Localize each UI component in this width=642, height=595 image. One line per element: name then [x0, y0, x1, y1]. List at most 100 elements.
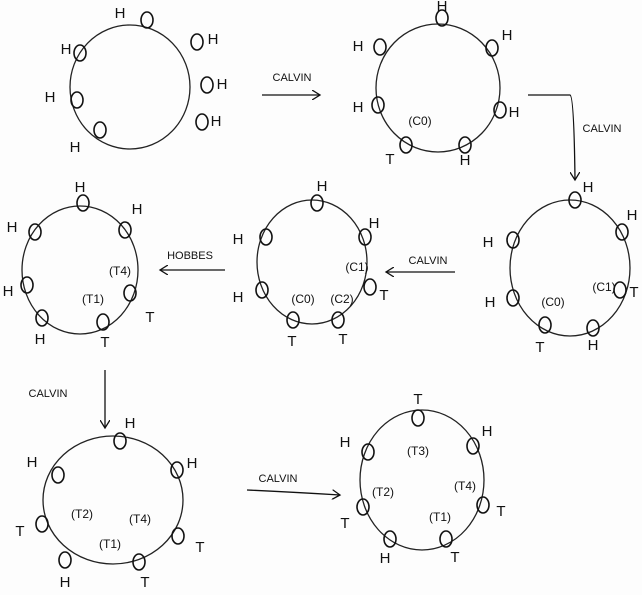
coin [170, 461, 184, 479]
move-note: (C2) [330, 292, 353, 306]
arrow-label: HOBBES [167, 250, 213, 262]
coin-face-label: H [217, 76, 228, 93]
coin-face-label: H [627, 207, 638, 224]
arrow-label: CALVIN [273, 72, 312, 84]
coin-face-label: H [115, 5, 126, 22]
coin [58, 551, 72, 569]
coin [458, 136, 472, 154]
coin-face-label: H [317, 178, 328, 195]
coin-face-label: H [483, 234, 494, 251]
coin-face-label: H [353, 38, 364, 55]
coin-ring [359, 409, 485, 551]
coin-face-label: H [75, 179, 86, 196]
coin [93, 121, 107, 139]
coin [118, 221, 132, 239]
coin [28, 223, 42, 241]
coin-face-label: T [140, 574, 149, 591]
coin [35, 515, 49, 533]
coin-face-label: H [482, 423, 493, 440]
coin [140, 11, 154, 29]
move-note: (T1) [429, 510, 451, 524]
coin-face-label: H [60, 574, 71, 591]
coin [371, 96, 385, 114]
coin-face-label: H [588, 337, 599, 354]
coin [615, 223, 629, 241]
coin-face-label: H [208, 31, 219, 48]
coin-face-label: T [496, 503, 505, 520]
move-arrow-calvin: CALVIN [386, 255, 455, 272]
coin-face-label: H [509, 104, 520, 121]
coin [190, 33, 204, 51]
coin [383, 530, 397, 548]
coin [466, 437, 480, 455]
move-arrow-calvin: CALVIN [528, 94, 622, 180]
coin [363, 278, 377, 296]
coin-face-label: H [3, 283, 14, 300]
coin [310, 194, 324, 212]
move-note: (T4) [454, 479, 476, 493]
coin-face-label: T [15, 523, 24, 540]
coin-face-label: H [27, 454, 38, 471]
coin-face-label: T [629, 284, 638, 301]
coin [586, 319, 600, 337]
coin-face-label: T [340, 515, 349, 532]
coin-face-label: H [437, 0, 448, 15]
coin [73, 44, 87, 62]
coin [70, 91, 84, 109]
coin [171, 527, 185, 545]
coin-ring [509, 199, 631, 337]
coin [439, 530, 453, 548]
coin-face-label: H [233, 231, 244, 248]
coin [132, 553, 146, 571]
coin [399, 136, 413, 154]
move-arrow-calvin: CALVIN [246, 473, 340, 495]
move-arrow-calvin: CALVIN [262, 72, 320, 95]
coin-face-label: T [338, 331, 347, 348]
coin [20, 276, 34, 294]
coin-face-label: H [125, 415, 136, 432]
coin-face-label: H [502, 27, 513, 44]
move-note: (C0) [291, 292, 314, 306]
coin [538, 316, 552, 334]
coin [35, 309, 49, 327]
arrow-label: CALVIN [409, 255, 448, 267]
arrow-label: CALVIN [259, 473, 298, 485]
coin [435, 9, 449, 27]
coin-face-label: H [35, 331, 46, 348]
coin-face-label: H [380, 550, 391, 567]
move-note: (T2) [372, 485, 394, 499]
coin-face-label: T [145, 309, 154, 326]
coin-ring [21, 205, 139, 335]
coin [373, 38, 387, 56]
coin [331, 311, 345, 329]
coin [361, 443, 375, 461]
coin-face-label: T [385, 151, 394, 168]
coin [96, 313, 110, 331]
move-note: (T1) [82, 292, 104, 306]
move-arrow-calvin: CALVIN [29, 370, 105, 428]
coin-face-label: T [450, 549, 459, 566]
coin-face-label: H [132, 201, 143, 218]
coin-face-label: H [187, 455, 198, 472]
arrow-label: CALVIN [583, 123, 622, 135]
coin-face-label: T [100, 334, 109, 351]
coin-face-label: H [45, 89, 56, 106]
arrow-icon [528, 94, 575, 180]
coin [493, 101, 507, 119]
coin-face-label: H [485, 294, 496, 311]
coin [568, 191, 582, 209]
move-note: (C1) [592, 280, 615, 294]
coin-ring [69, 24, 191, 150]
move-note: (T4) [129, 512, 151, 526]
coin [255, 281, 269, 299]
move-note: (C0) [541, 295, 564, 309]
coin [358, 228, 372, 246]
coin [259, 228, 273, 246]
